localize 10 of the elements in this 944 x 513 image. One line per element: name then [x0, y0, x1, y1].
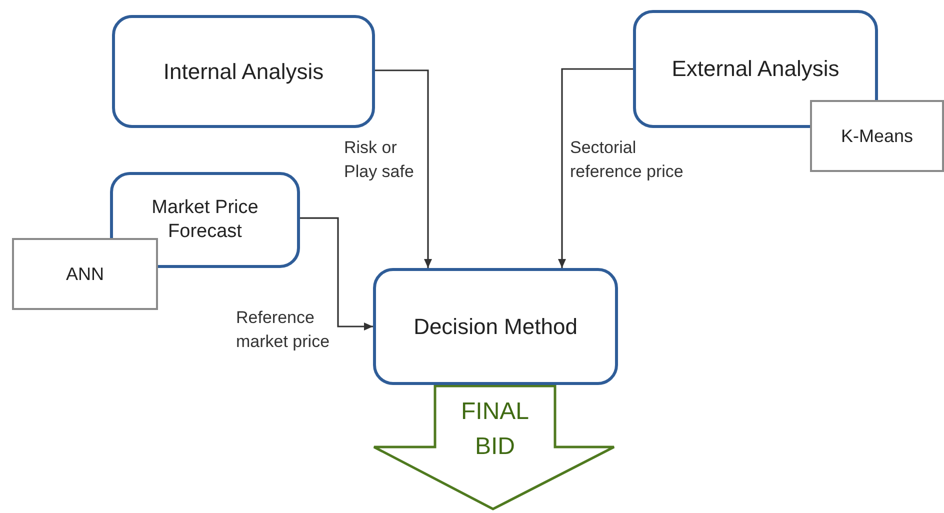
arrow: [300, 217, 373, 330]
process-box: External Analysis: [633, 10, 878, 128]
arrow: [558, 68, 633, 268]
method-box: K-Means: [810, 100, 944, 172]
process-box: Decision Method: [373, 268, 618, 385]
output-arrow: FINAL BID: [372, 385, 616, 511]
process-box: Market Price Forecast: [110, 172, 300, 268]
arrow: [375, 70, 432, 268]
method-box: ANN: [12, 238, 158, 310]
process-box: Internal Analysis: [112, 15, 375, 128]
